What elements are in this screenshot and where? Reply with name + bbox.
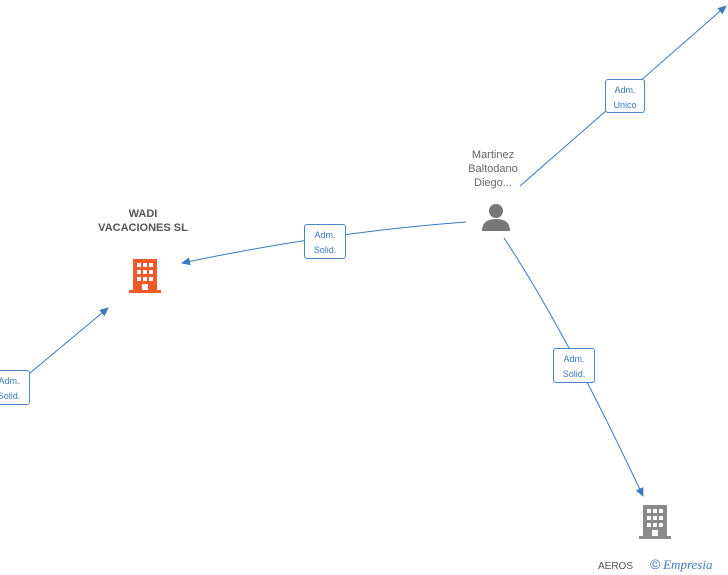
role-line1: Adm. (0, 376, 20, 386)
role-line2: Solid. (562, 369, 586, 379)
person-label-martinez[interactable]: Martinez Baltodano Diego... (468, 149, 518, 189)
role-badge-adm-solid-center[interactable]: Adm. Solid. (304, 224, 346, 259)
company-label-wadi[interactable]: WADI VACACIONES SL (98, 208, 188, 234)
copyright-icon: © (650, 556, 661, 572)
role-line1: Adm. (614, 85, 636, 95)
company-label-aeros[interactable]: AEROS (598, 561, 634, 572)
building-icon[interactable] (128, 258, 162, 294)
role-line2: Solid. (0, 391, 21, 401)
role-line1: Adm. (314, 230, 336, 240)
role-badge-adm-unico[interactable]: Adm. Unico (605, 79, 645, 113)
role-badge-adm-solid-left[interactable]: Adm. Solid. (0, 370, 30, 405)
brand-name: Empresia (663, 557, 713, 572)
brand-watermark: © Empresia (650, 556, 712, 573)
person-icon[interactable] (480, 201, 512, 233)
role-line1: Adm. (563, 354, 585, 364)
role-badge-adm-solid-lower[interactable]: Adm. Solid. (553, 348, 595, 383)
role-line2: Solid. (313, 245, 337, 255)
building-icon[interactable] (638, 504, 672, 540)
role-line2: Unico (613, 100, 637, 110)
